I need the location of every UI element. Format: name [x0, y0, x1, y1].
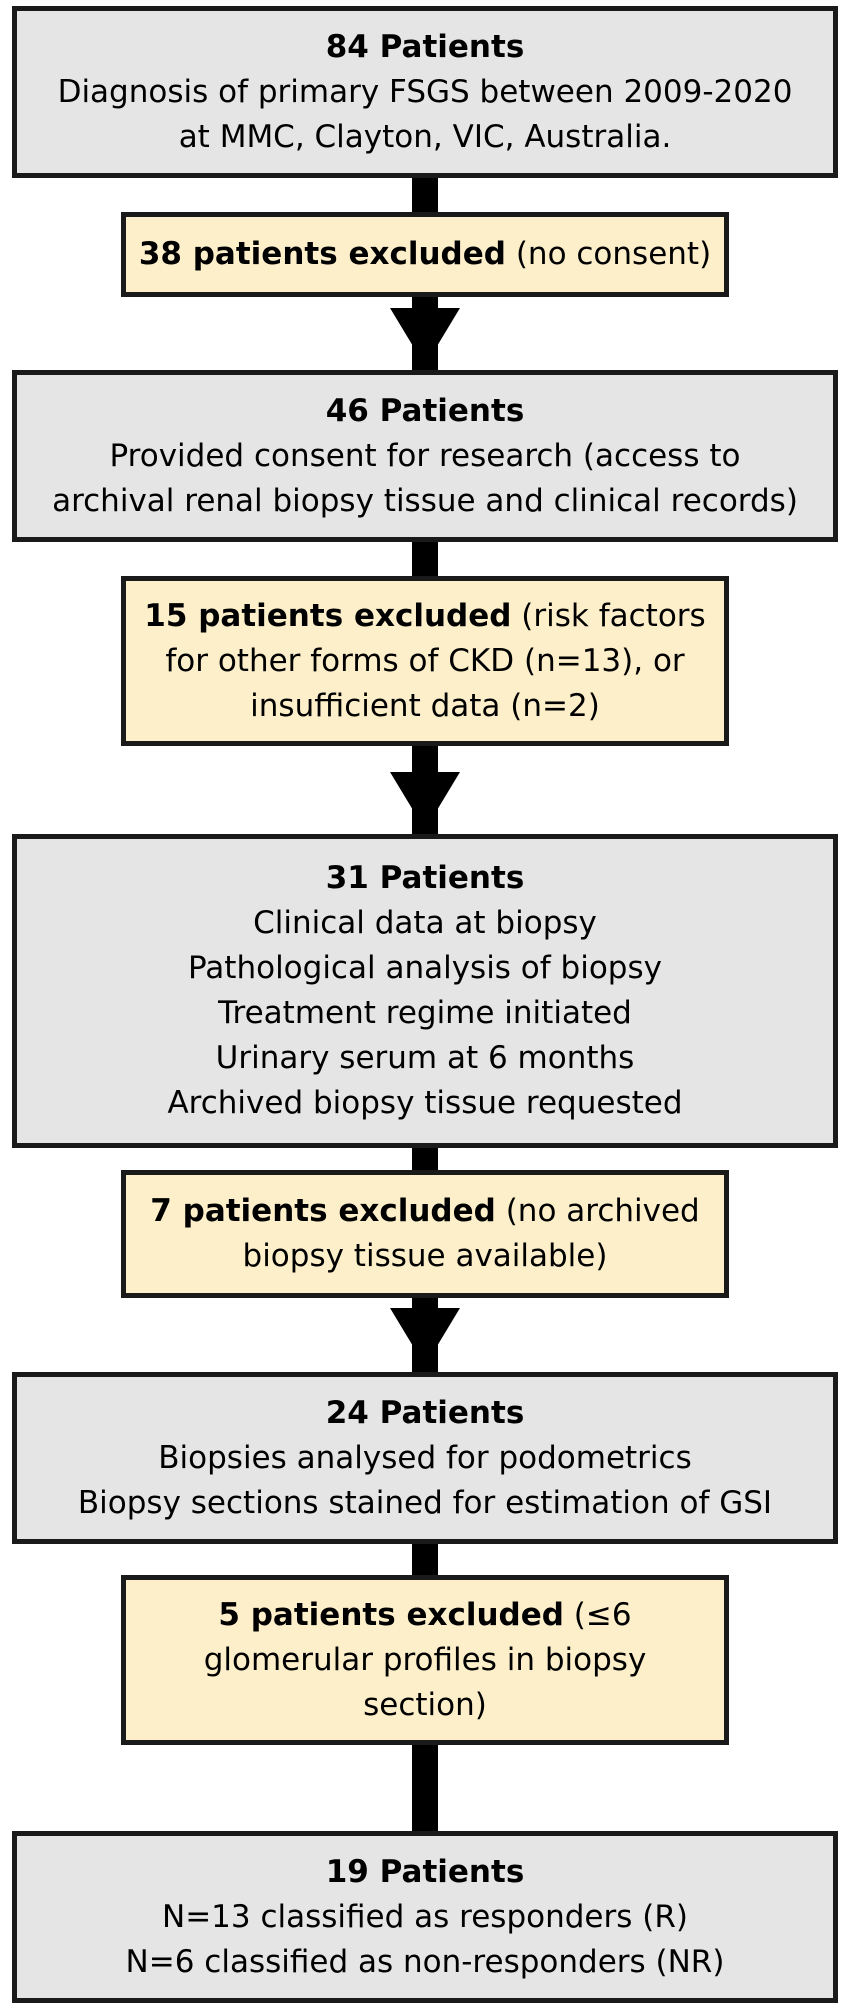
- exclusion-count: 38 patients excluded: [138, 236, 506, 272]
- stage-heading: 24 Patients: [325, 1394, 525, 1431]
- exclusion-reason: (no consent): [505, 236, 712, 272]
- exclusion-reason: (no archived: [495, 1193, 700, 1229]
- stage-detail: Clinical data at biopsy: [253, 905, 597, 941]
- stage-detail: Biopsies analysed for podometrics: [158, 1439, 692, 1476]
- stage-detail: Archived biopsy tissue requested: [167, 1085, 683, 1121]
- stage-detail: Provided consent for research (access to: [109, 437, 741, 474]
- stage-heading: 19 Patients: [325, 1853, 525, 1890]
- exclusion-box-glomerular-profiles: 5 patients excluded (≤6 glomerular profi…: [121, 1575, 729, 1745]
- exclusion-count: 7 patients excluded: [150, 1193, 496, 1229]
- stage-heading: 84 Patients: [325, 28, 525, 65]
- arrow-down-icon: [390, 772, 460, 830]
- exclusion-box-risk-factors: 15 patients excluded (risk factors for o…: [121, 576, 729, 746]
- stage-detail: Treatment regime initiated: [218, 995, 632, 1031]
- exclusion-box-no-tissue: 7 patients excluded (no archived biopsy …: [121, 1170, 729, 1298]
- exclusion-reason: for other forms of CKD (n=13), or: [165, 642, 685, 679]
- stage-31-patients-box: 31 Patients Clinical data at biopsy Path…: [12, 834, 838, 1148]
- exclusion-box-no-consent: 38 patients excluded (no consent): [121, 212, 729, 297]
- exclusion-reason: (≤6: [563, 1596, 632, 1633]
- stage-detail: at MMC, Clayton, VIC, Australia.: [178, 118, 672, 155]
- exclusion-reason: biopsy tissue available): [242, 1238, 608, 1274]
- stage-detail: Biopsy sections stained for estimation o…: [77, 1484, 773, 1521]
- stage-19-patients-box: 19 Patients N=13 classified as responder…: [12, 1831, 838, 2003]
- stage-24-patients-box: 24 Patients Biopsies analysed for podome…: [12, 1372, 838, 1544]
- stage-46-patients-box: 46 Patients Provided consent for researc…: [12, 370, 838, 542]
- stage-heading: 31 Patients: [325, 860, 525, 896]
- arrow-down-icon: [390, 1308, 460, 1366]
- stage-84-patients-box: 84 Patients Diagnosis of primary FSGS be…: [12, 6, 838, 178]
- exclusion-reason: glomerular profiles in biopsy: [203, 1641, 647, 1678]
- stage-detail: Pathological analysis of biopsy: [188, 950, 662, 986]
- exclusion-reason: (risk factors: [511, 597, 706, 634]
- arrow-down-icon: [390, 308, 460, 366]
- exclusion-count: 5 patients excluded: [218, 1596, 564, 1633]
- stage-detail: N=6 classified as non-responders (NR): [125, 1943, 725, 1980]
- stage-detail: N=13 classified as responders (R): [162, 1898, 688, 1935]
- stage-detail: Urinary serum at 6 months: [215, 1040, 635, 1076]
- exclusion-reason: section): [363, 1686, 487, 1723]
- exclusion-count: 15 patients excluded: [144, 597, 512, 634]
- stage-heading: 46 Patients: [325, 392, 525, 429]
- stage-detail: Diagnosis of primary FSGS between 2009-2…: [57, 73, 793, 110]
- exclusion-reason: insufficient data (n=2): [250, 687, 600, 724]
- stage-detail: archival renal biopsy tissue and clinica…: [52, 482, 798, 519]
